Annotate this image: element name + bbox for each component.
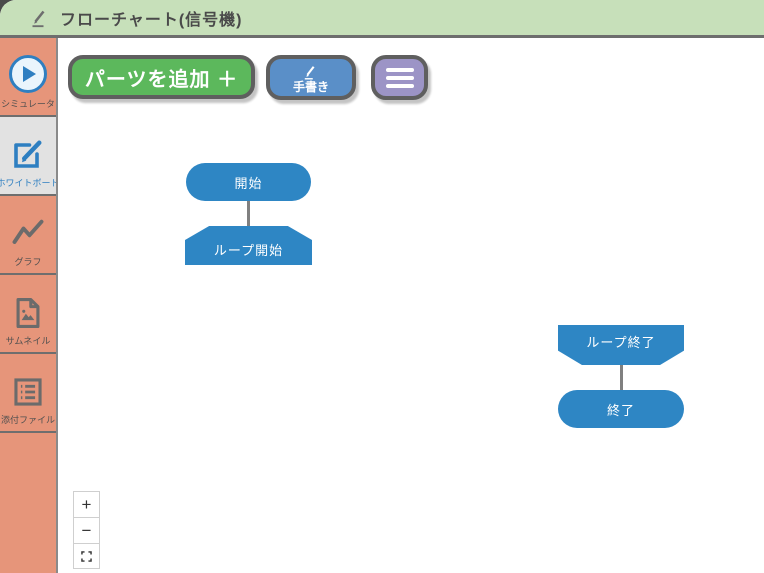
page-title: フローチャート(信号機) bbox=[60, 11, 243, 29]
pencil-icon bbox=[302, 65, 320, 81]
menu-button[interactable] bbox=[371, 55, 428, 100]
flow-node-end[interactable]: 終了 bbox=[558, 390, 684, 428]
play-icon bbox=[9, 55, 47, 93]
zoom-controls: + − bbox=[73, 491, 100, 569]
flow-node-loop-end[interactable]: ループ終了 bbox=[558, 325, 684, 365]
header-bar: フローチャート(信号機) bbox=[0, 0, 764, 38]
attachment-list-icon bbox=[11, 375, 45, 409]
sidebar-item-label: グラフ bbox=[14, 257, 42, 267]
flow-node-start[interactable]: 開始 bbox=[186, 163, 311, 201]
hamburger-icon bbox=[385, 67, 414, 88]
sidebar-filler bbox=[0, 433, 56, 573]
edit-square-icon bbox=[10, 136, 46, 172]
sidebar-item-simulator[interactable]: シミュレータ bbox=[0, 38, 56, 117]
sidebar-item-label: ホワイトボード bbox=[0, 178, 56, 188]
zoom-in-button[interactable]: + bbox=[73, 491, 100, 517]
sidebar-item-label: シミュレータ bbox=[1, 99, 55, 109]
connector-start-loopstart bbox=[247, 201, 250, 226]
sidebar-item-label: 添付ファイル bbox=[0, 415, 55, 425]
handwriting-button[interactable]: 手書き bbox=[266, 55, 356, 100]
sidebar-item-label: サムネイル bbox=[5, 336, 51, 346]
fullscreen-icon bbox=[80, 550, 93, 563]
thumbnail-image-icon bbox=[11, 296, 45, 330]
add-parts-button[interactable]: パーツを追加 ＋ bbox=[68, 55, 255, 99]
sidebar-item-whiteboard[interactable]: ホワイトボード bbox=[0, 117, 56, 196]
sidebar-item-attachments[interactable]: 添付ファイル bbox=[0, 354, 56, 433]
sidebar: シミュレータ ホワイトボード グラフ bbox=[0, 38, 58, 573]
connector-loopend-end bbox=[620, 365, 623, 390]
line-chart-icon bbox=[10, 215, 46, 251]
zoom-out-button[interactable]: − bbox=[73, 517, 100, 543]
sidebar-item-thumbnail[interactable]: サムネイル bbox=[0, 275, 56, 354]
fullscreen-button[interactable] bbox=[73, 543, 100, 569]
sidebar-item-graph[interactable]: グラフ bbox=[0, 196, 56, 275]
whiteboard-canvas[interactable]: パーツを追加 ＋ 手書き 開始 ループ開始 ループ終了 bbox=[58, 38, 764, 573]
flow-node-loop-start[interactable]: ループ開始 bbox=[185, 226, 312, 265]
edit-title-pencil-icon[interactable] bbox=[30, 8, 50, 28]
handwriting-label: 手書き bbox=[292, 79, 329, 94]
